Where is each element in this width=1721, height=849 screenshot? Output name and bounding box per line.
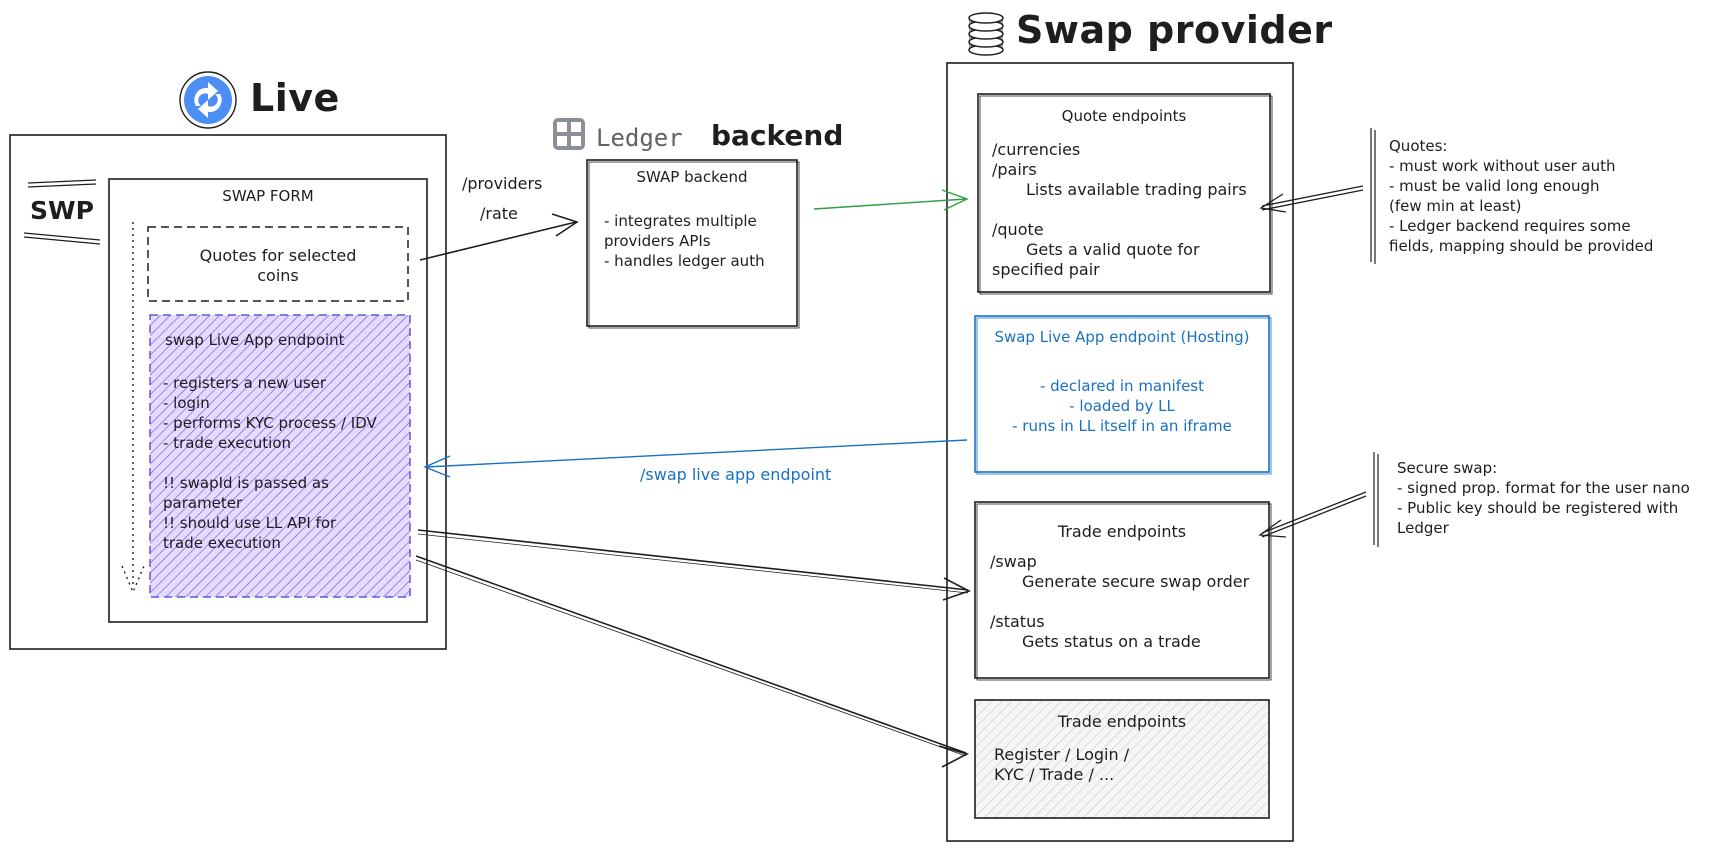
swap-backend-body: - integrates multiple providers APIs - h… [604,212,765,270]
live-app-box-items: - registers a new user - login - perform… [163,373,409,453]
backend-label: backend [711,119,844,152]
trade-endpoints-2-body: Register / Login / KYC / Trade / ... [994,745,1130,784]
ledger-wordmark: Ledger [596,124,683,152]
trade-endpoints-title: Trade endpoints [1057,522,1187,541]
providers-label: /providers [462,174,543,193]
arrow-liveapp-to-trade [417,529,969,591]
trade-endpoints-2-title: Trade endpoints [1057,712,1187,731]
swap-endpoint: /swap [990,552,1037,571]
currencies-endpoint: /currencies [992,140,1081,159]
hosting-title: Swap Live App endpoint (Hosting) [994,328,1250,346]
live-app-item: - trade execution [163,434,292,452]
live-title: Live [250,76,340,120]
live-app-box-title: swap Live App endpoint [165,331,345,349]
swap-provider-title: Swap provider [1016,8,1333,52]
quote-endpoints-title: Quote endpoints [1061,107,1187,125]
live-app-box-fill [149,314,411,598]
database-icon [968,12,1004,56]
ledger-logo-icon [553,118,585,150]
arrow-liveapp-to-trade-2 [415,555,967,754]
status-endpoint: /status [990,612,1045,631]
swap-backend-title: SWAP backend [636,168,748,186]
swap-form-title: SWAP FORM [222,187,314,205]
arrow-quotes-note [1261,185,1364,207]
live-app-item: - registers a new user [163,374,327,392]
live-logo-icon [179,71,237,129]
live-app-box-notes: !! swapId is passed as parameter !! shou… [163,473,409,553]
swap-live-app-endpoint-label: /swap live app endpoint [640,465,832,484]
arrow-hosting-to-liveapp [425,439,968,468]
secure-swap-note: Secure swap: - signed prop. format for t… [1397,459,1690,537]
quote-description: Gets a valid quote for specified pair [992,240,1200,279]
live-app-note: !! should use LL API for trade execution [163,514,337,552]
swp-label: SWP [30,196,94,225]
live-app-item: - performs KYC process / IDV [163,414,377,432]
arrow-secure-swap-note [1261,491,1367,534]
status-description: Gets status on a trade [1022,632,1201,651]
pairs-description: Lists available trading pairs [1026,180,1247,199]
live-app-item: - login [163,394,210,412]
arrow-backend-to-quotes [813,198,967,210]
swap-description: Generate secure swap order [1022,572,1250,591]
rate-label: /rate [480,204,518,223]
quote-endpoint: /quote [992,220,1044,239]
arrow-quotes-to-backend [419,221,577,261]
pairs-endpoint: /pairs [992,160,1037,179]
quotes-note: Quotes: - must work without user auth - … [1389,137,1654,255]
hosting-lines: - declared in manifest - loaded by LL - … [1012,377,1232,435]
live-app-note: !! swapId is passed as parameter [163,474,329,512]
quotes-box-text: Quotes for selected coins [199,246,357,285]
